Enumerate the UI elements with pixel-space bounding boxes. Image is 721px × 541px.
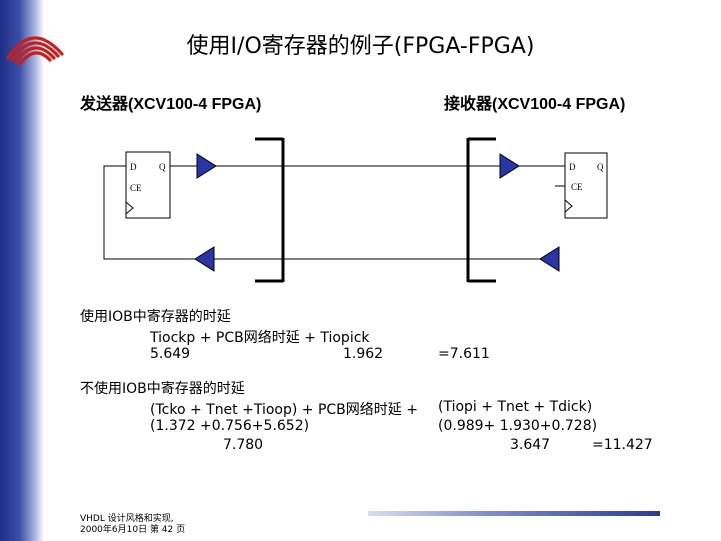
sender-register [125,151,171,219]
receiver-ce-label: CE [571,182,583,192]
receiver-q-label: Q [597,162,604,172]
footer-line-2: 2000年6月10日 第 42 页 [80,525,186,535]
non-iob-total: =11.427 [592,437,653,453]
sender-d-label: D [130,162,137,172]
footer-line-1: VHDL 设计风格和实现, [80,514,174,524]
non-iob-formula-left: (Tcko + Tnet +Tioop) + PCB网络时延 + [150,402,418,418]
iob-title: 使用IOB中寄存器的时延 [80,309,231,325]
sender-output-buffer [196,153,217,179]
iob-value-1: 5.649 [150,346,191,362]
sidebar-decoration [0,0,44,541]
iob-value-2: 1.962 [343,346,384,362]
non-iob-sum-right: 3.647 [510,437,551,453]
sender-q-label: Q [159,162,166,172]
receiver-d-label: D [569,162,576,172]
non-iob-values-left: (1.372 +0.756+5.652) [150,418,310,434]
receiver-heading: 接收器(XCV100-4 FPGA) [444,96,626,113]
sender-heading: 发送器(XCV100-4 FPGA) [80,96,262,113]
receiver-register [564,152,608,219]
sender-feedback-wire [103,165,195,260]
receiver-input-buffer [499,153,520,179]
footer-decoration-bar [368,511,660,516]
non-iob-formula-right: (Tiopi + Tnet + Tdick) [438,399,593,415]
iob-formula: Tiockp + PCB网络时延 + Tiopick [150,330,370,346]
non-iob-title: 不使用IOB中寄存器的时延 [80,381,245,397]
receiver-clock-marker [564,199,573,213]
iob-total: =7.611 [438,346,490,362]
non-iob-values-right: (0.989+ 1.930+0.728) [438,418,598,434]
receiver-output-buffer [539,246,560,272]
logo-icon [6,36,64,66]
non-iob-sum-left: 7.780 [223,437,264,453]
page-title: 使用I/O寄存器的例子(FPGA-FPGA) [186,34,535,59]
sender-clock-marker [125,201,134,215]
sender-ce-label: CE [130,183,142,193]
sender-input-buffer [194,246,215,272]
